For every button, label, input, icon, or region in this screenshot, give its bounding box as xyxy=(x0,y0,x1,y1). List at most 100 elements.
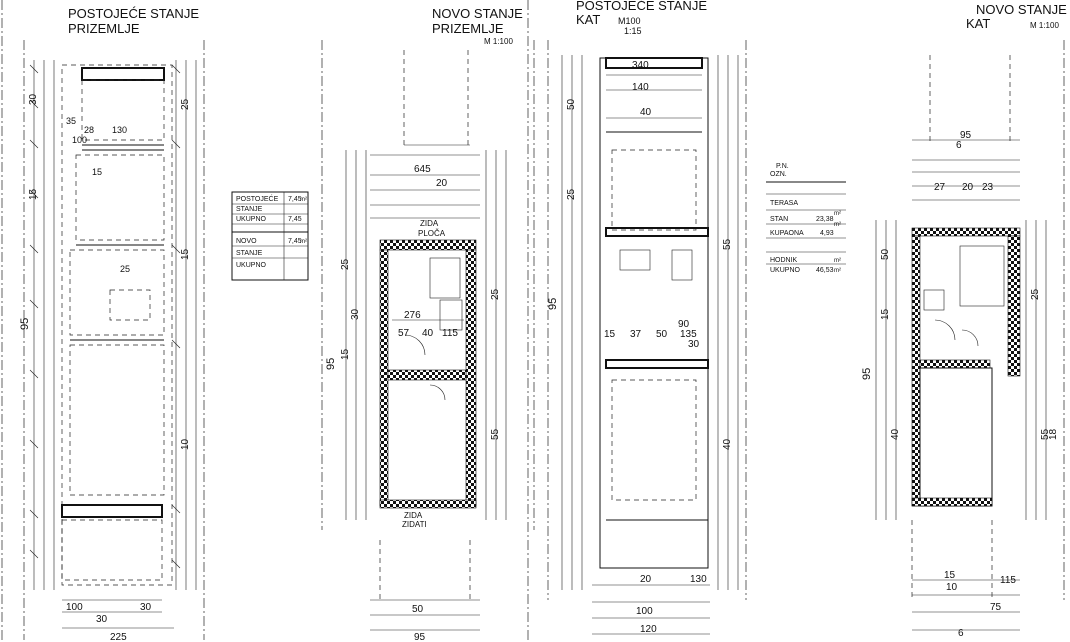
svg-text:P.N.: P.N. xyxy=(776,163,789,170)
svg-text:m²: m² xyxy=(834,258,841,264)
svg-text:50: 50 xyxy=(880,248,891,260)
svg-text:95: 95 xyxy=(325,358,337,370)
svg-text:ZIDATI: ZIDATI xyxy=(402,520,427,529)
svg-text:115: 115 xyxy=(1000,575,1016,586)
svg-text:46,53: 46,53 xyxy=(816,267,834,274)
sheet-1-title-bottom: PRIZEMLJE xyxy=(68,21,140,36)
sheet-4-new-floor: NOVO STANJE KAT M 1:100 95 6 27 20 23 50 xyxy=(861,2,1067,639)
sheet-1-title-top: POSTOJEĆE STANJE xyxy=(68,6,199,21)
svg-text:27: 27 xyxy=(934,182,946,193)
svg-text:30: 30 xyxy=(140,602,152,613)
svg-text:15: 15 xyxy=(92,167,102,177)
sheet-3-title-bottom: KAT xyxy=(576,12,600,27)
svg-text:40: 40 xyxy=(722,438,733,450)
svg-text:55: 55 xyxy=(1040,428,1051,440)
svg-text:18: 18 xyxy=(1048,428,1059,440)
svg-text:m²: m² xyxy=(300,239,307,245)
svg-text:15: 15 xyxy=(944,570,956,581)
svg-text:STANJE: STANJE xyxy=(236,206,263,213)
svg-text:10: 10 xyxy=(180,438,191,450)
svg-text:4,93: 4,93 xyxy=(820,230,834,237)
sheet-4-scale: M 1:100 xyxy=(1030,21,1059,30)
svg-text:25: 25 xyxy=(490,288,501,300)
svg-text:55: 55 xyxy=(490,428,501,440)
svg-text:TERASA: TERASA xyxy=(770,200,798,207)
svg-text:30: 30 xyxy=(350,308,361,320)
svg-text:20: 20 xyxy=(962,182,974,193)
sheet-4-title-bottom: KAT xyxy=(966,16,990,31)
svg-text:23,38: 23,38 xyxy=(816,216,834,223)
sheet-2-title-top: NOVO STANJE xyxy=(432,6,523,21)
svg-text:55: 55 xyxy=(722,238,733,250)
svg-text:95: 95 xyxy=(19,318,31,330)
svg-text:25: 25 xyxy=(566,188,577,200)
svg-text:15: 15 xyxy=(880,308,891,320)
svg-text:140: 140 xyxy=(632,82,649,93)
svg-text:130: 130 xyxy=(690,574,707,585)
svg-text:PLOČA: PLOČA xyxy=(418,229,446,238)
svg-text:STANJE: STANJE xyxy=(236,250,263,257)
svg-text:NOVO: NOVO xyxy=(236,238,257,245)
svg-text:276: 276 xyxy=(404,310,421,321)
svg-text:POSTOJEĆE: POSTOJEĆE xyxy=(236,194,279,203)
svg-text:25: 25 xyxy=(1030,288,1041,300)
sheet-1-existing-ground: POSTOJEĆE STANJE PRIZEMLJE xyxy=(19,6,205,642)
svg-text:m²: m² xyxy=(834,211,841,217)
svg-text:ZIDA: ZIDA xyxy=(404,511,423,520)
svg-text:7,45: 7,45 xyxy=(288,196,302,203)
svg-text:m²: m² xyxy=(300,197,307,203)
svg-text:KUPAONA: KUPAONA xyxy=(770,230,804,237)
svg-text:UKUPNO: UKUPNO xyxy=(236,216,267,223)
svg-text:135: 135 xyxy=(680,329,697,340)
svg-text:100: 100 xyxy=(66,602,83,613)
sheet-2-scale: M 1:100 xyxy=(484,37,513,46)
svg-text:20: 20 xyxy=(640,574,652,585)
svg-text:37: 37 xyxy=(630,329,642,340)
svg-text:100: 100 xyxy=(72,135,87,145)
sheet-2-title-bottom: PRIZEMLJE xyxy=(432,21,504,36)
svg-text:100: 100 xyxy=(636,606,653,617)
svg-text:30: 30 xyxy=(688,339,700,350)
svg-text:50: 50 xyxy=(566,98,577,110)
svg-text:10: 10 xyxy=(946,582,958,593)
svg-text:90: 90 xyxy=(678,319,690,330)
svg-text:25: 25 xyxy=(340,258,351,270)
svg-text:UKUPNO: UKUPNO xyxy=(770,267,801,274)
svg-text:50: 50 xyxy=(412,604,424,615)
svg-text:ZIDA: ZIDA xyxy=(420,219,439,228)
sheet-3-title-top: POSTOJEĆE STANJE xyxy=(576,0,707,13)
svg-text:25: 25 xyxy=(180,98,191,110)
svg-text:UKUPNO: UKUPNO xyxy=(236,262,267,269)
svg-text:15: 15 xyxy=(340,348,351,360)
svg-text:15: 15 xyxy=(604,329,616,340)
svg-text:95: 95 xyxy=(414,632,426,642)
svg-text:m²: m² xyxy=(834,268,841,274)
svg-text:130: 130 xyxy=(112,125,127,135)
svg-text:340: 340 xyxy=(632,60,649,71)
sheet-3-scale: M100 xyxy=(618,16,641,26)
svg-text:35: 35 xyxy=(66,116,76,126)
svg-text:645: 645 xyxy=(414,164,431,175)
svg-text:40: 40 xyxy=(890,428,901,440)
svg-text:50: 50 xyxy=(656,329,668,340)
svg-text:75: 75 xyxy=(990,602,1002,613)
svg-text:25: 25 xyxy=(120,264,130,274)
svg-text:7,45: 7,45 xyxy=(288,238,302,245)
svg-text:20: 20 xyxy=(436,178,448,189)
svg-text:40: 40 xyxy=(640,107,652,118)
svg-text:95: 95 xyxy=(547,298,559,310)
svg-text:6: 6 xyxy=(958,628,964,639)
sheet-3-existing-floor: POSTOJEĆE STANJE KAT M100 1:15 340 140 4… xyxy=(547,0,747,635)
svg-text:15: 15 xyxy=(28,188,39,200)
svg-text:40: 40 xyxy=(422,328,434,339)
svg-text:30: 30 xyxy=(96,614,108,625)
svg-text:OZN.: OZN. xyxy=(770,171,787,178)
svg-text:30: 30 xyxy=(28,93,39,105)
sheet-4-title-top: NOVO STANJE xyxy=(976,2,1067,17)
svg-text:95: 95 xyxy=(861,368,873,380)
svg-text:23: 23 xyxy=(982,182,994,193)
svg-text:28: 28 xyxy=(84,125,94,135)
area-table-2: P.N. OZN. TERASA m² STAN 23,38 m² KUPAON… xyxy=(766,163,846,274)
svg-text:HODNIK: HODNIK xyxy=(770,257,798,264)
